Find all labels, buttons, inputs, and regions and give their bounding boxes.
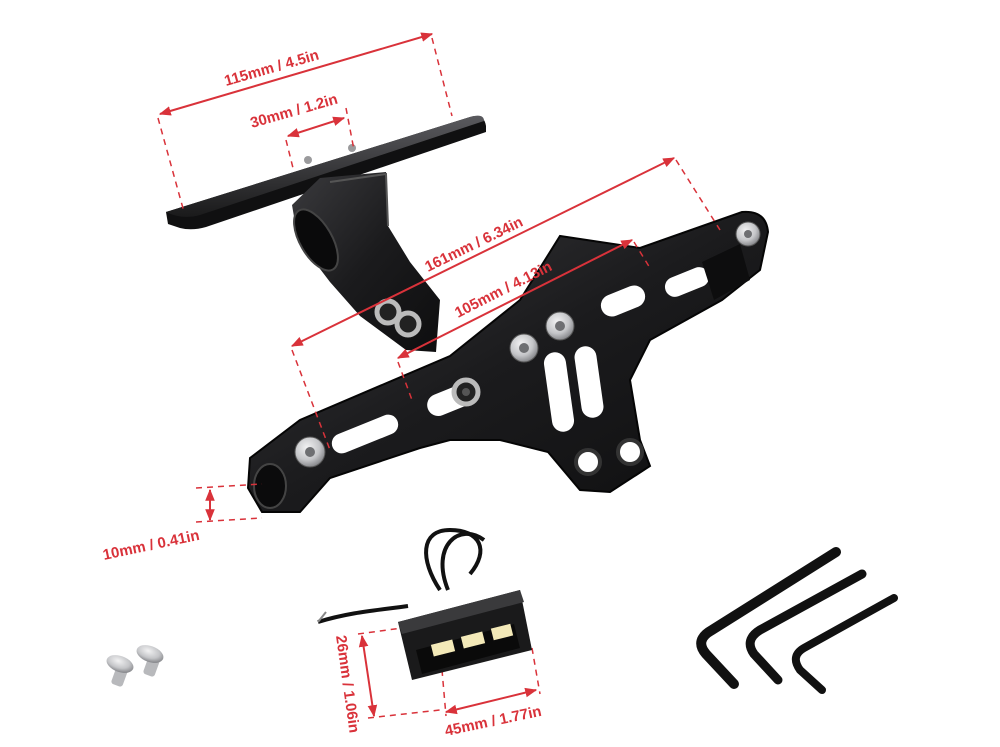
dimension-lines (157, 32, 721, 719)
label-mount-width: 30mm / 1.2in (248, 91, 339, 132)
hex-key-large (696, 547, 841, 689)
hex-key-small (791, 594, 898, 694)
screw-left (106, 655, 134, 687)
led-plate-light (317, 527, 532, 680)
hex-key-set (696, 547, 898, 694)
screw-pair (106, 645, 164, 687)
label-thickness: 10mm / 0.41in (101, 527, 201, 564)
hex-key-medium (745, 569, 867, 685)
screw-right (136, 645, 164, 677)
label-light-height: 26mm / 1.06in (332, 634, 363, 734)
label-plate-width: 161mm / 6.34in (422, 214, 525, 276)
label-top-width: 115mm / 4.5in (222, 47, 320, 90)
